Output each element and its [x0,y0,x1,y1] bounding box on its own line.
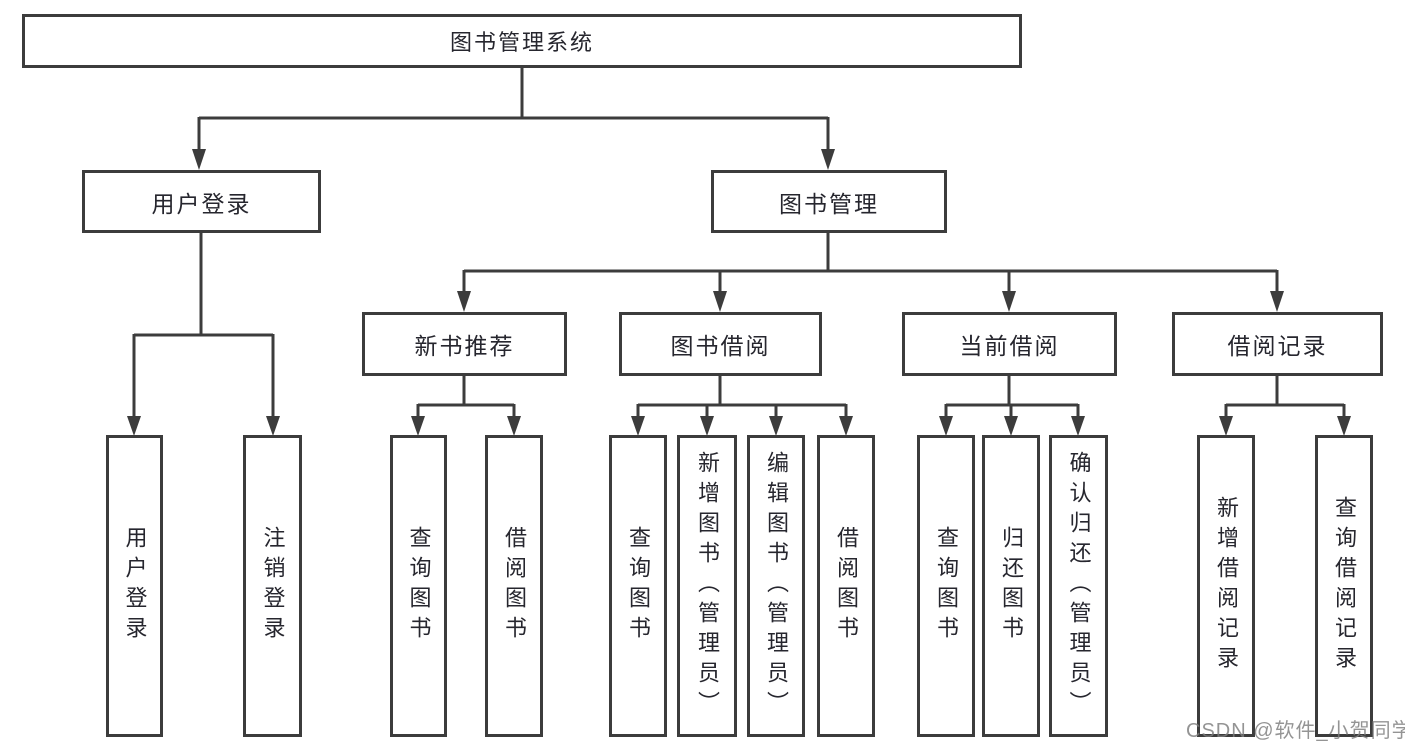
node-current-borrowing: 当前借阅 [902,312,1117,376]
arrow-heads [127,149,1351,436]
connector-lines [132,68,1346,419]
leaf-add-books-admin: 新增图书（管理员） [677,435,737,737]
node-user-login: 用户登录 [82,170,321,233]
leaf-user-login: 用户登录 [106,435,163,737]
leaf-add-borrow-record: 新增借阅记录 [1197,435,1255,737]
leaf-query-books-borrow: 查询图书 [609,435,667,737]
leaf-query-books-recommend: 查询图书 [390,435,447,737]
watermark-text: CSDN @软件_小贺同学 [1186,720,1405,742]
leaf-borrow-books: 借阅图书 [817,435,875,737]
node-borrowing-records: 借阅记录 [1172,312,1383,376]
leaf-logout: 注销登录 [243,435,302,737]
node-new-book-recommendation: 新书推荐 [362,312,567,376]
leaf-borrow-books-recommend: 借阅图书 [485,435,543,737]
leaf-return-books: 归还图书 [982,435,1040,737]
node-library-system: 图书管理系统 [22,14,1022,68]
leaf-confirm-return-admin: 确认归还（管理员） [1049,435,1108,737]
node-book-borrowing: 图书借阅 [619,312,822,376]
node-book-management: 图书管理 [711,170,947,233]
leaf-edit-books-admin: 编辑图书（管理员） [747,435,805,737]
leaf-query-books-current: 查询图书 [917,435,975,737]
leaf-query-borrow-record: 查询借阅记录 [1315,435,1373,737]
